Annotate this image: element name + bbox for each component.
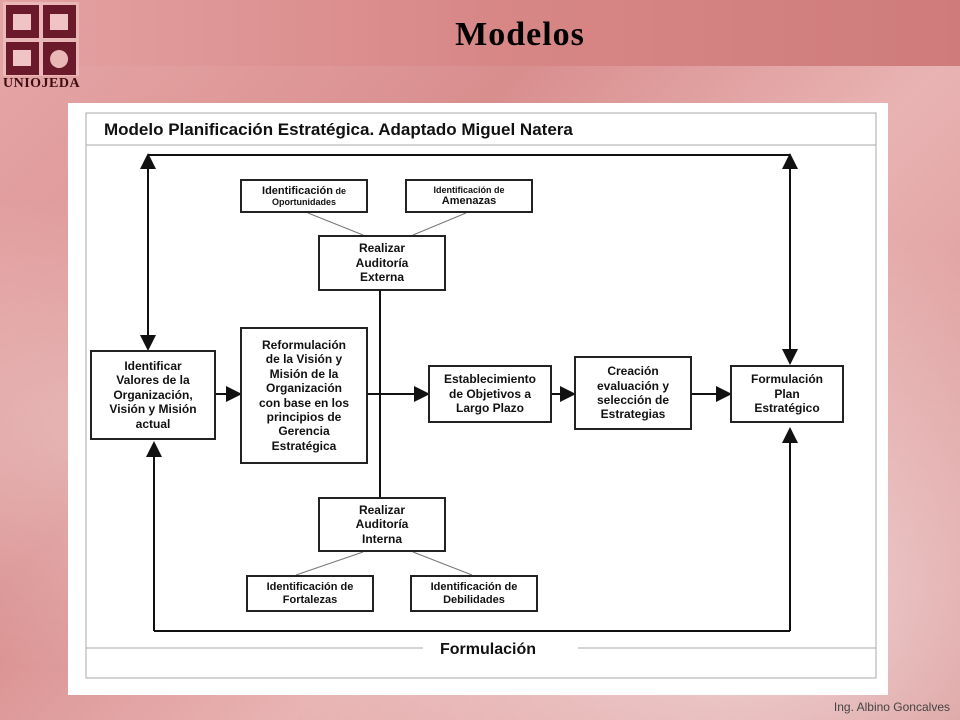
diagram-frame [85,112,877,679]
diagram-panel: Modelo Planificación Estratégica. Adapta… [68,103,888,695]
logo-text: UNIOJEDA [3,76,81,91]
page-title: Modelos [455,16,585,53]
diagram-connectors [85,112,877,679]
footer-author: Ing. Albino Goncalves [833,700,950,714]
title-band [0,0,960,66]
formulation-label: Formulación [440,641,537,658]
diagram-title: Modelo Planificación Estratégica. Adapta… [104,120,573,139]
uniojeda-logo-icon [3,2,79,76]
